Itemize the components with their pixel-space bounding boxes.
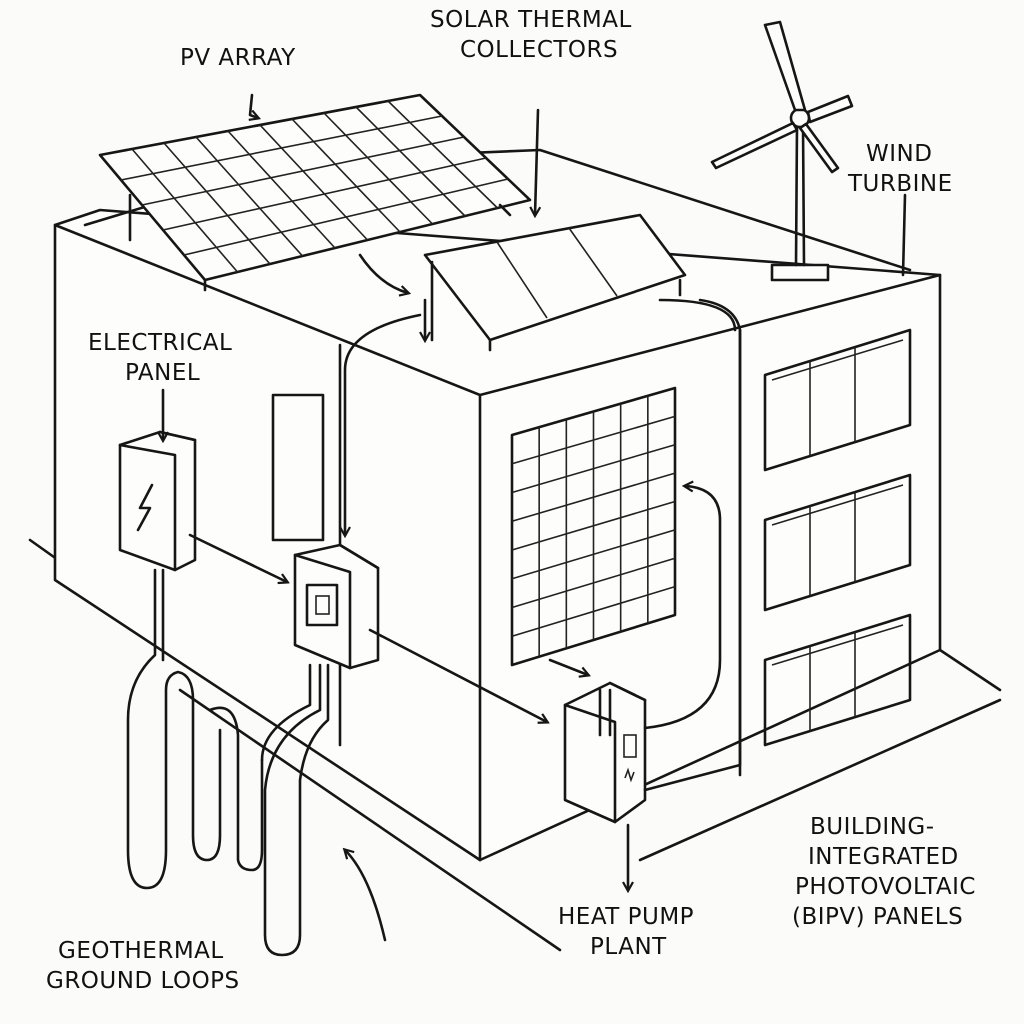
wall-door: [271, 393, 325, 542]
windows: [763, 328, 912, 747]
pv-array: [98, 93, 532, 292]
wind-turbine: [710, 20, 854, 282]
label-wind-line2: TURBINE: [848, 171, 953, 197]
label-solar-thermal-line1: SOLAR THERMAL: [430, 7, 632, 33]
panel-grid-lines: [511, 395, 676, 657]
label-bipv-line2: INTEGRATED: [808, 844, 959, 870]
label-solar-thermal-line2: COLLECTORS: [460, 37, 619, 63]
label-geothermal-line2: GROUND LOOPS: [46, 968, 240, 994]
connections: [163, 93, 907, 942]
label-electrical-line1: ELECTRICAL: [88, 330, 233, 356]
geothermal-loops: [126, 568, 330, 957]
panel-grid-lines: [120, 100, 509, 273]
label-wind-line1: WIND: [866, 141, 933, 167]
label-bipv-line1: BUILDING-: [810, 814, 935, 840]
label-heatpump-line1: HEAT PUMP: [558, 904, 695, 930]
bipv-panels: [510, 386, 677, 667]
solar-thermal-collectors: [423, 213, 687, 352]
label-pv-array: PV ARRAY: [180, 45, 296, 71]
electrical-panel: [118, 430, 197, 572]
label-bipv-line4: (BIPV) PANELS: [792, 904, 964, 930]
label-geothermal-line1: GEOTHERMAL: [58, 938, 224, 964]
inverter-box: [293, 543, 380, 670]
label-heatpump-line2: PLANT: [590, 934, 667, 960]
label-bipv-line3: PHOTOVOLTAIC: [795, 874, 976, 900]
heat-pump-unit: [563, 681, 647, 824]
label-electrical-line2: PANEL: [125, 360, 201, 386]
lightning-icon: [136, 483, 154, 532]
